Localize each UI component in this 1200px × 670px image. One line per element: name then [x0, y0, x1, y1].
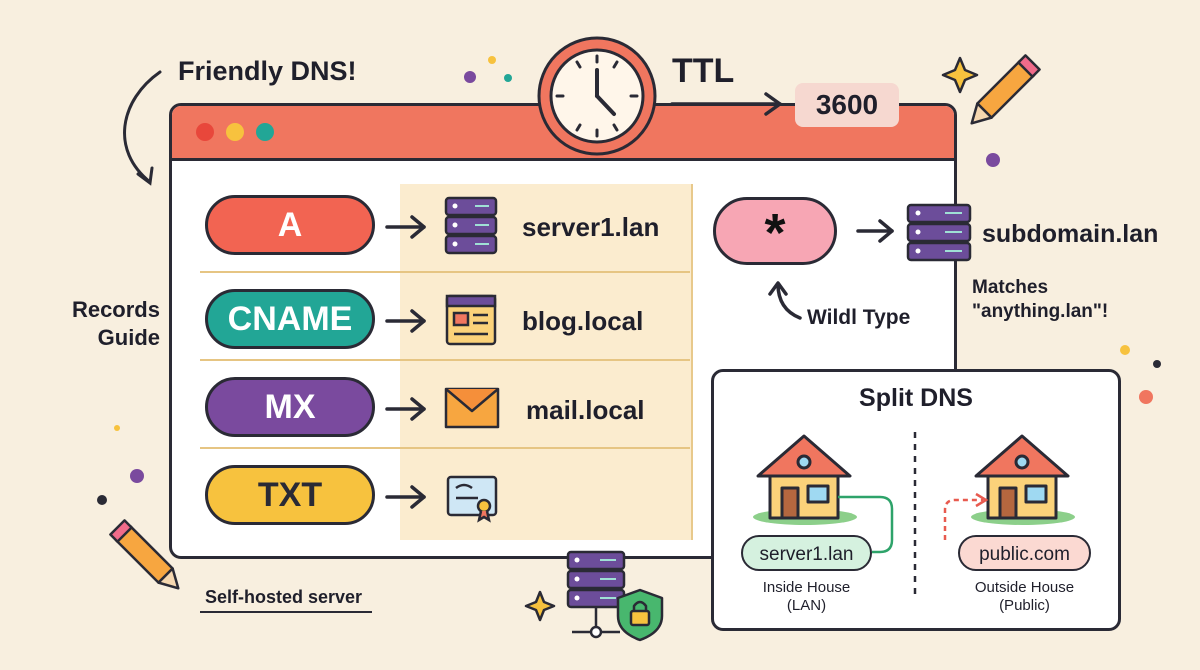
- wildcard-note: Matches "anything.lan"!: [972, 276, 1108, 324]
- house-icon: [971, 434, 1075, 525]
- record-type-mx: MX: [205, 377, 375, 437]
- wildcard-symbol: *: [764, 203, 786, 263]
- wildcard-target: subdomain.lan: [982, 220, 1159, 248]
- records-guide-label: Records Guide: [60, 296, 160, 352]
- shield-lock-icon: [616, 588, 664, 642]
- arrow-right-icon: [385, 397, 426, 421]
- clock-icon: [537, 36, 657, 156]
- wildcard-label: Wildl Type: [807, 306, 911, 329]
- record-target-cname: blog.local: [522, 306, 644, 336]
- outside-house-caption: Outside House (Public): [958, 579, 1091, 615]
- wildcard-note-line2: "anything.lan"!: [972, 301, 1109, 322]
- inside-caption-line1: Inside House: [762, 579, 851, 596]
- envelope-icon: [444, 387, 500, 429]
- window-close-dot[interactable]: [196, 123, 214, 141]
- page-title: Friendly DNS!: [178, 56, 357, 86]
- record-arrows: [385, 196, 500, 523]
- outside-caption-line1: Outside House: [974, 579, 1075, 596]
- record-type-a: A: [205, 195, 375, 255]
- records-guide-line2: Guide: [97, 325, 160, 350]
- split-dns-title: Split DNS: [859, 384, 973, 412]
- row-divider: [200, 447, 690, 449]
- server-icon: [444, 196, 498, 255]
- house-icon: [753, 434, 857, 525]
- dns-records-window: A CNAME MX TXT: [169, 103, 957, 559]
- arrow-right-icon: [385, 215, 426, 239]
- record-type-txt: TXT: [205, 465, 375, 525]
- window-maximize-dot[interactable]: [256, 123, 274, 141]
- record-target-mx: mail.local: [526, 395, 645, 425]
- certificate-icon: [446, 475, 498, 523]
- records-guide-line1: Records: [71, 297, 160, 322]
- row-divider: [200, 359, 690, 361]
- curved-arrow-icon: [123, 70, 162, 186]
- outside-domain-pill: public.com: [958, 535, 1091, 571]
- wildcard-note-line1: Matches: [972, 277, 1049, 298]
- arrow-right-icon: [856, 219, 894, 243]
- record-type-cname: CNAME: [205, 289, 375, 349]
- server-icon: [906, 203, 972, 262]
- curved-arrow-up-icon: [768, 281, 802, 320]
- webpage-icon: [445, 294, 497, 346]
- arrow-right-icon: [385, 485, 426, 509]
- window-minimize-dot[interactable]: [226, 123, 244, 141]
- self-hosted-label: Self-hosted server: [205, 587, 363, 607]
- ttl-label: TTL: [672, 52, 735, 90]
- server-icon: [566, 550, 626, 639]
- arrow-right-icon: [385, 309, 426, 333]
- outside-route-arrow: [943, 498, 983, 540]
- inside-domain-pill: server1.lan: [741, 535, 872, 571]
- inside-house-caption: Inside House (LAN): [741, 579, 872, 615]
- confetti-dots: [97, 56, 1161, 505]
- row-divider: [200, 271, 690, 273]
- record-target-a: server1.lan: [522, 212, 660, 242]
- inside-route-line: [838, 495, 894, 554]
- arrow-right-icon: [670, 92, 782, 116]
- pencil-icon: [109, 54, 1041, 590]
- inside-caption-line2: (LAN): [786, 597, 827, 614]
- outside-caption-line2: (Public): [999, 597, 1050, 614]
- ttl-value: 3600: [795, 83, 899, 127]
- wildcard-pill: [713, 197, 837, 265]
